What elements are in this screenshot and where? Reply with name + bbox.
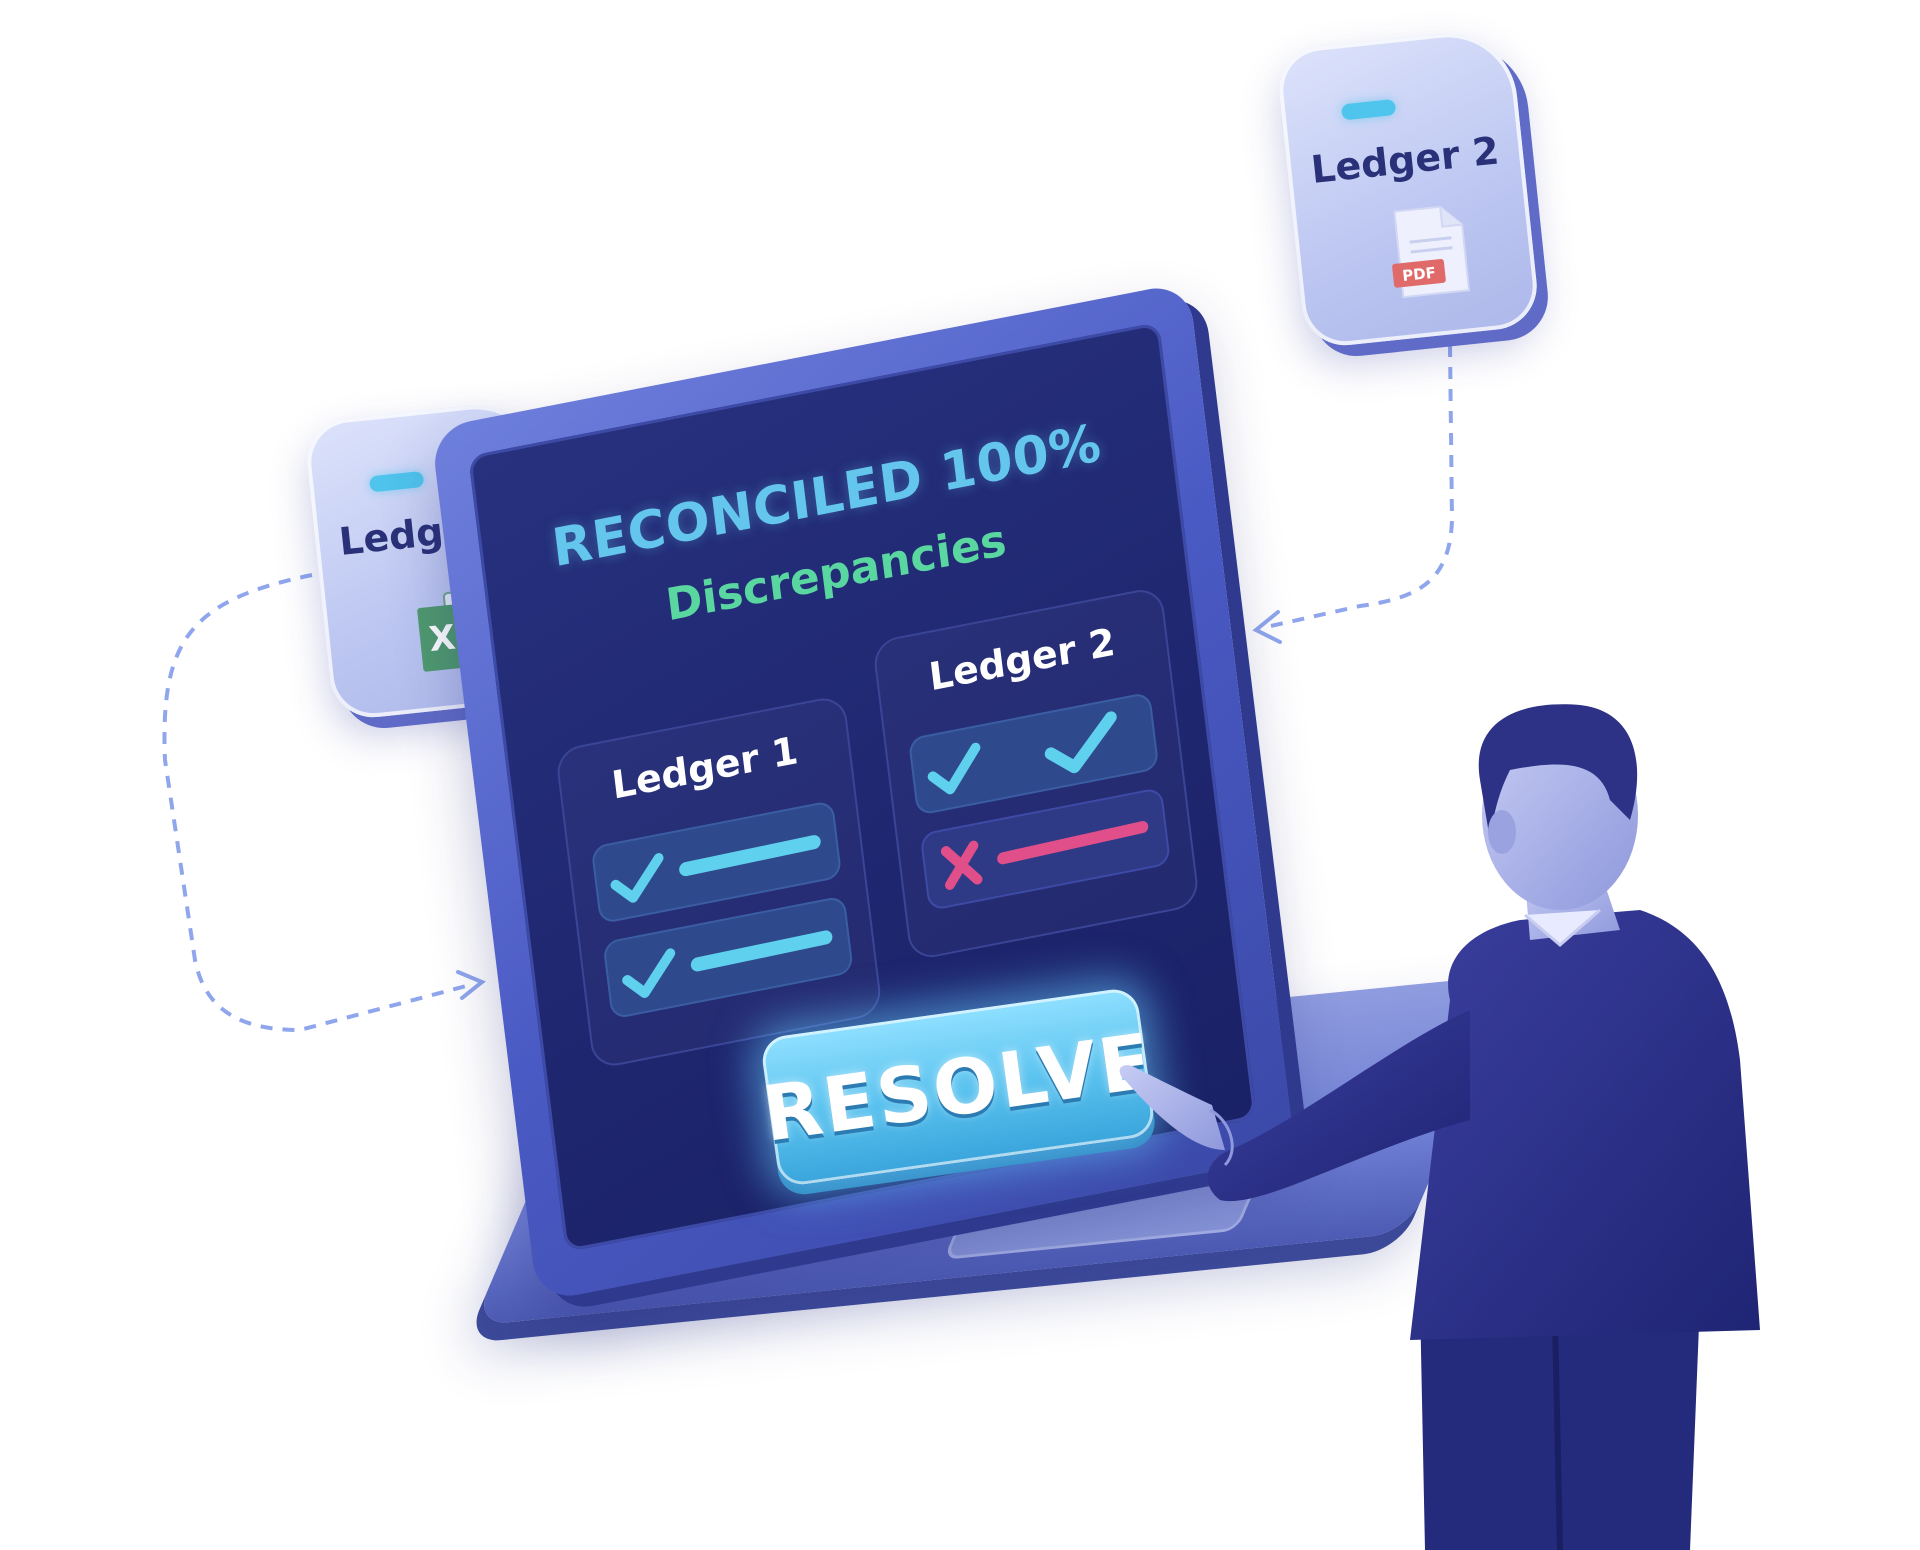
- card-tab-pill: [368, 470, 425, 493]
- ledger1-row-match[interactable]: [590, 799, 843, 925]
- pdf-file-icon: PDF: [1392, 205, 1471, 299]
- row-bar: [997, 821, 1149, 865]
- check-icon: [610, 853, 664, 903]
- ledger2-panel: Ledger 2: [871, 585, 1201, 962]
- check-icon: [622, 948, 676, 998]
- ledger1-panel-title: Ledger 1: [609, 727, 801, 808]
- ledger1-panel: Ledger 1: [554, 694, 884, 1070]
- laptop-lid: RECONCILED 100% Discrepancies Ledger 1: [430, 281, 1296, 1303]
- row-bar: [690, 930, 833, 972]
- ledger2-panel-title: Ledger 2: [926, 619, 1118, 700]
- connector-ledger2: [1252, 344, 1455, 644]
- ledger1-row-match[interactable]: [602, 895, 854, 1020]
- pdf-badge-label: PDF: [1401, 264, 1436, 285]
- ledger2-file-card[interactable]: Ledger 2 PDF: [1274, 26, 1542, 350]
- x-icon: [940, 840, 983, 890]
- ledger2-row-match[interactable]: [907, 691, 1160, 816]
- row-bar: [679, 835, 821, 877]
- laptop-screen: RECONCILED 100% Discrepancies Ledger 1: [468, 321, 1257, 1253]
- card-tab-pill: [1340, 98, 1397, 121]
- check-icon: [1044, 711, 1117, 774]
- ledger2-card-title: Ledger 2: [1308, 128, 1502, 192]
- ledger2-row-mismatch[interactable]: [919, 786, 1172, 912]
- check-icon: [927, 742, 981, 795]
- excel-letter: X: [427, 618, 457, 661]
